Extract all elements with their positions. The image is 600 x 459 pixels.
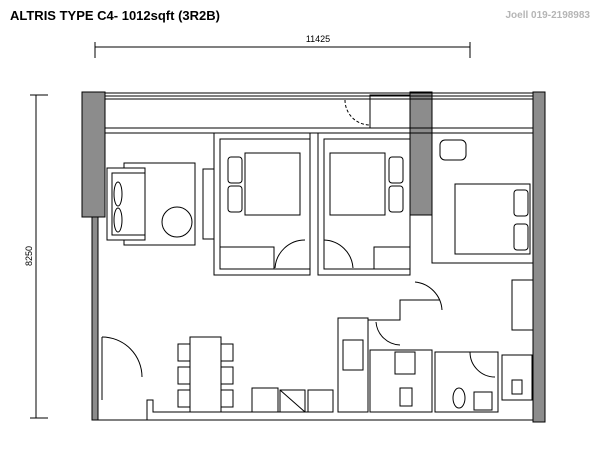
- outer-walls: [98, 399, 533, 421]
- dining: [101, 336, 234, 413]
- kitchen: [251, 299, 440, 413]
- height-label: 8250: [24, 246, 34, 266]
- bathroom-2: [434, 351, 533, 413]
- columns: [81, 91, 546, 423]
- bedroom-2: [213, 132, 311, 276]
- width-label: 11425: [306, 34, 330, 44]
- bedroom-3: [317, 132, 411, 276]
- plan-title: ALTRIS TYPE C4- 1012sqft (3R2B): [10, 8, 220, 23]
- master-bedroom: [414, 132, 534, 331]
- height-dimension: 8250: [24, 94, 48, 419]
- balcony: [105, 92, 533, 134]
- bathroom-1: [369, 349, 433, 413]
- living-room: [106, 162, 215, 246]
- agent-contact: Joell 019-2198983: [505, 10, 590, 21]
- width-dimension: 11425: [94, 34, 471, 58]
